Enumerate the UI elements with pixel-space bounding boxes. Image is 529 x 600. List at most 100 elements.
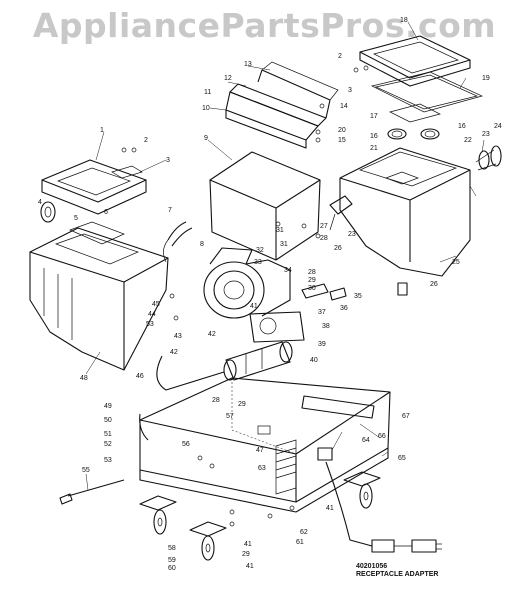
- callout-48: 48: [80, 375, 88, 382]
- callout-59: 59: [168, 557, 176, 564]
- callout-49: 49: [104, 403, 112, 410]
- callout-65: 65: [398, 455, 406, 462]
- watermark: AppliancePartsPros.com: [32, 6, 497, 45]
- callout-11: 11: [204, 89, 211, 96]
- part-bracket-38: [249, 311, 305, 343]
- callout-34: 34: [284, 267, 292, 274]
- callout-57: 57: [226, 413, 234, 420]
- callout-41: 41: [250, 303, 258, 310]
- callout-56: 56: [182, 441, 190, 448]
- part-handle: [225, 61, 339, 149]
- callout-41: 41: [326, 505, 334, 512]
- callout-28: 28: [308, 269, 316, 276]
- callout-58: 58: [168, 545, 176, 552]
- callout-51: 51: [104, 431, 112, 438]
- callout-52: 52: [104, 441, 112, 448]
- callout-60: 60: [168, 565, 176, 572]
- callout-5: 5: [74, 215, 78, 222]
- callout-45: 45: [152, 301, 160, 308]
- leader-lines: [85, 21, 485, 491]
- callout-3: 3: [166, 157, 170, 164]
- callout-8: 8: [200, 241, 204, 248]
- part-recovery-tank: [339, 147, 471, 277]
- callout-28: 28: [212, 397, 220, 404]
- callout-12: 12: [224, 75, 232, 82]
- callout-4: 4: [38, 199, 42, 206]
- part-vacuum-motor: [203, 247, 291, 319]
- part-hose-connector-23-24: [475, 145, 502, 171]
- callout-30: 30: [308, 285, 316, 292]
- part-ring-16-18: [387, 128, 440, 140]
- part-receptacle-adapter: [325, 461, 442, 553]
- part-hose-49-50: [139, 413, 149, 441]
- callout-7: 7: [168, 207, 172, 214]
- callout-23: 23: [348, 231, 356, 238]
- callout-6: 6: [104, 209, 108, 216]
- part-fitting-36-37: [301, 283, 347, 301]
- callout-67: 67: [402, 413, 410, 420]
- callout-16: 16: [458, 123, 466, 130]
- callout-43: 43: [174, 333, 182, 340]
- callout-18: 18: [400, 17, 408, 24]
- callout-50: 50: [104, 417, 112, 424]
- callout-33: 33: [254, 259, 262, 266]
- part-solution-tank: [29, 221, 169, 371]
- callout-38: 38: [322, 323, 330, 330]
- callout-25: 25: [452, 259, 460, 266]
- callout-55: 55: [82, 467, 90, 474]
- callout-63: 63: [258, 465, 266, 472]
- part-pump: [223, 341, 293, 381]
- part-fitting-4: [40, 201, 56, 223]
- part-caster-front-left: [139, 495, 177, 535]
- callout-27: 27: [320, 223, 328, 230]
- callout-39: 39: [318, 341, 326, 348]
- callout-29: 29: [242, 551, 250, 558]
- callout-26: 26: [334, 245, 342, 252]
- callout-28: 28: [320, 235, 328, 242]
- callout-19: 19: [482, 75, 490, 82]
- callout-40: 40: [310, 357, 318, 364]
- part-number-caption: 40201056: [356, 563, 388, 570]
- callout-15: 15: [338, 137, 346, 144]
- callout-66: 66: [378, 433, 386, 440]
- part-solution-lid: [41, 159, 147, 215]
- hardware-fasteners: [121, 65, 369, 527]
- callout-53: 53: [146, 321, 154, 328]
- part-fitting-27: [329, 195, 353, 231]
- callout-46: 46: [136, 373, 144, 380]
- callout-31: 31: [280, 241, 288, 248]
- callout-21: 21: [370, 145, 378, 152]
- callout-44: 44: [148, 311, 156, 318]
- callout-41: 41: [246, 563, 254, 570]
- callout-64: 64: [362, 437, 370, 444]
- callout-26: 26: [430, 281, 438, 288]
- callout-41: 41: [244, 541, 252, 548]
- callout-32: 32: [256, 247, 264, 254]
- part-lid-top-right: [359, 35, 471, 87]
- part-caster-right: [343, 471, 381, 509]
- callout-13: 13: [244, 61, 252, 68]
- callout-9: 9: [204, 135, 208, 142]
- callout-61: 61: [296, 539, 304, 546]
- callout-29: 29: [308, 277, 316, 284]
- callout-16: 16: [370, 133, 378, 140]
- part-hose-7: [163, 221, 193, 263]
- part-bracket-67: [301, 395, 375, 419]
- callout-22: 22: [464, 137, 472, 144]
- callout-31: 31: [276, 227, 284, 234]
- callout-42: 42: [208, 331, 216, 338]
- callout-47: 47: [256, 447, 264, 454]
- callout-2: 2: [338, 53, 342, 60]
- callout-20: 20: [338, 127, 346, 134]
- callout-36: 36: [340, 305, 348, 312]
- callout-2: 2: [144, 137, 148, 144]
- callout-23: 23: [482, 131, 490, 138]
- callout-14: 14: [340, 103, 348, 110]
- part-motor-cover: [209, 151, 321, 261]
- part-drain-26: [397, 282, 408, 296]
- part-filter-17: [389, 103, 441, 123]
- callout-labels: 18 19 13 12 11 10 2 3 14 17 20 15 16 16 …: [38, 17, 502, 572]
- part-caster-rear-left: [189, 521, 227, 561]
- callout-17: 17: [370, 113, 378, 120]
